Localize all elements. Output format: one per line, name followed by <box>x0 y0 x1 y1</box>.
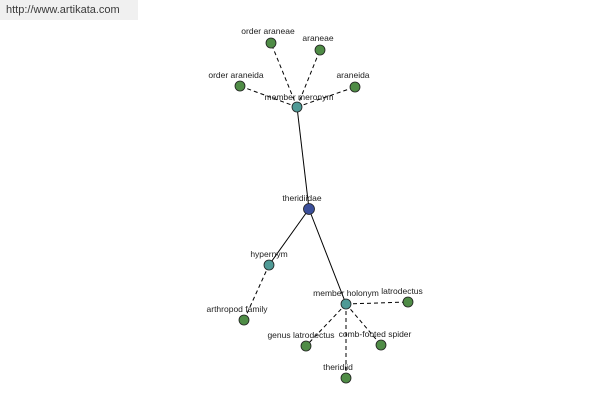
edge-center-hyper <box>268 208 310 266</box>
node-member-meronym[interactable] <box>291 101 303 113</box>
node-latrodectus[interactable] <box>402 296 414 308</box>
node-label-theridiidae[interactable]: theridiidae <box>282 193 321 203</box>
node-genus-latrodectus[interactable] <box>300 340 312 352</box>
site-url-link[interactable]: http://www.artikata.com <box>6 4 120 16</box>
edges-layer <box>239 42 409 378</box>
edge-holo-l7 <box>305 303 347 347</box>
edge-hyper-l5 <box>243 264 270 321</box>
node-label-order-araneida[interactable]: order araneida <box>208 70 264 80</box>
header-bar: http://www.artikata.com <box>0 0 138 20</box>
edge-center-holo <box>308 208 347 305</box>
node-label-araneae[interactable]: araneae <box>302 33 333 43</box>
edge-holo-l8 <box>345 303 382 346</box>
node-label-member-meronym[interactable]: member meronym <box>265 92 334 102</box>
node-order-araneae[interactable] <box>265 37 277 49</box>
node-label-araneida[interactable]: araneida <box>336 70 369 80</box>
node-order-araneida[interactable] <box>234 80 246 92</box>
node-label-hypernym[interactable]: hypernym <box>250 249 287 259</box>
edge-mero-l1 <box>270 42 298 108</box>
node-label-arthropod-family[interactable]: arthropod family <box>207 304 269 314</box>
node-label-theridiid[interactable]: theridiid <box>323 362 353 372</box>
labels-layer: theridiidae member meronym hypernym member … <box>207 26 423 372</box>
node-theridiidae[interactable] <box>303 203 315 215</box>
edge-mero-l4 <box>296 86 356 108</box>
node-label-order-araneae[interactable]: order araneae <box>241 26 295 36</box>
node-hypernym[interactable] <box>263 259 275 271</box>
node-label-latrodectus[interactable]: latrodectus <box>381 286 423 296</box>
node-label-comb-footed-spider[interactable]: comb-footed spider <box>339 329 412 339</box>
edge-mero-l2 <box>296 49 321 108</box>
node-comb-footed-spider[interactable] <box>375 339 387 351</box>
node-araneida[interactable] <box>349 81 361 93</box>
edge-mero-l3 <box>239 85 298 108</box>
edge-center-mero <box>296 106 310 210</box>
node-arthropod-family[interactable] <box>238 314 250 326</box>
node-araneae[interactable] <box>314 44 326 56</box>
node-member-holonym[interactable] <box>340 298 352 310</box>
nodes-layer <box>234 37 414 384</box>
node-label-genus-latrodectus[interactable]: genus latrodectus <box>267 330 334 340</box>
node-label-member-holonym[interactable]: member holonym <box>313 288 379 298</box>
node-theridiid[interactable] <box>340 372 352 384</box>
edge-holo-l6 <box>345 301 409 305</box>
